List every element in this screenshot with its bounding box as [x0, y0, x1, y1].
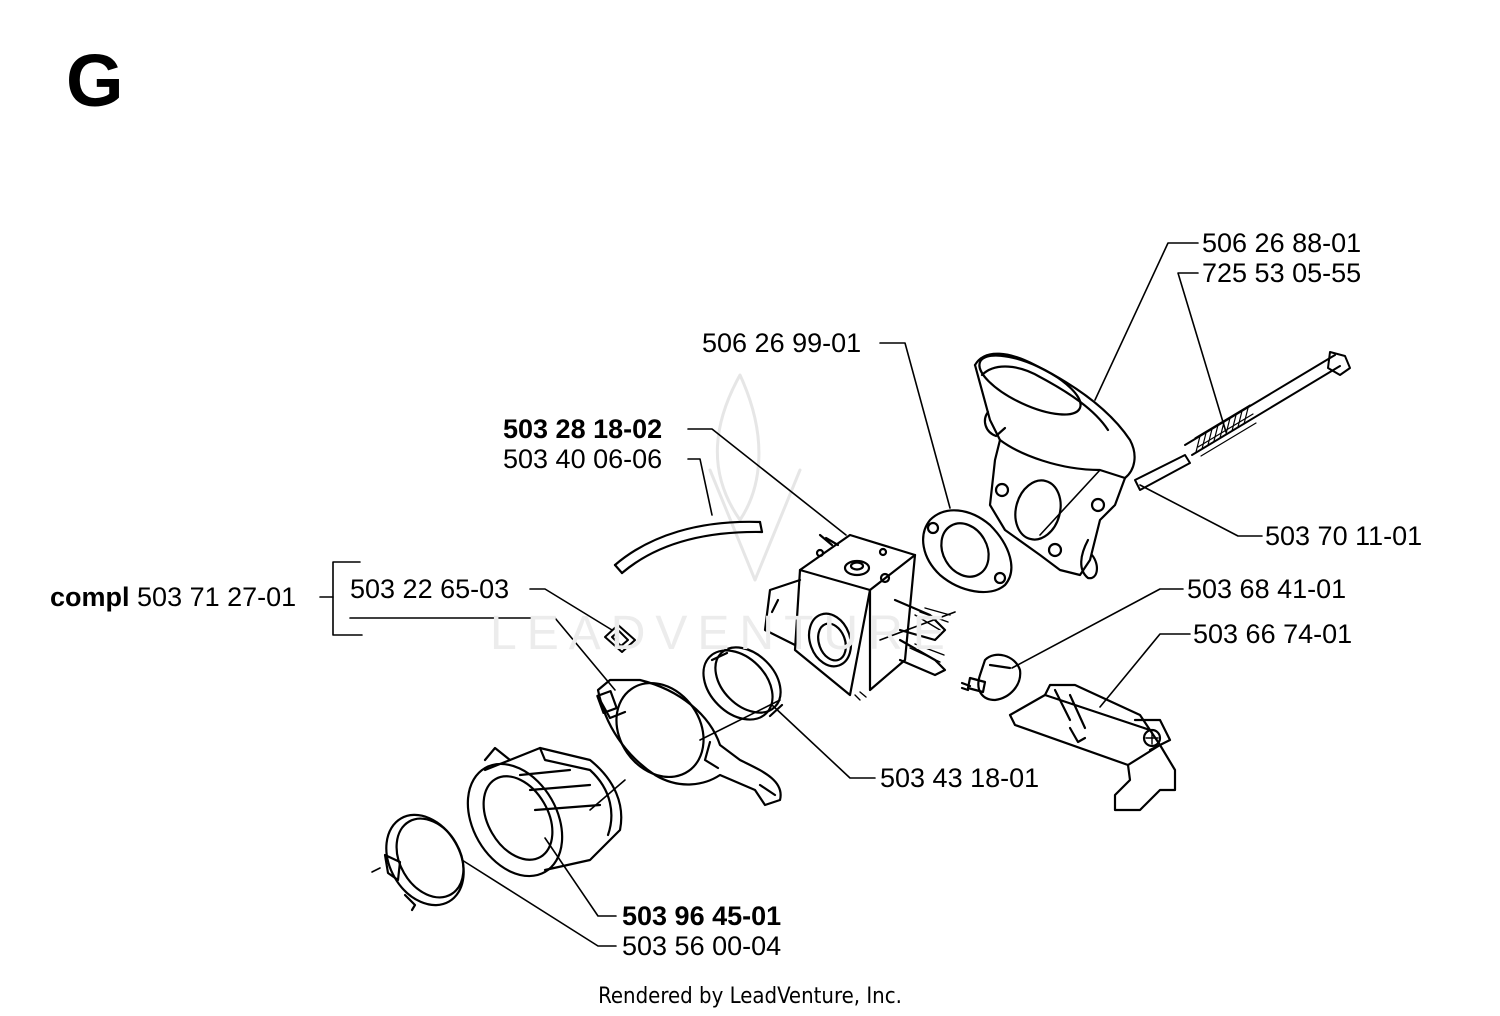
part-label-506269901[interactable]: 506 26 99-01 — [702, 328, 862, 358]
small-seal — [604, 624, 636, 653]
part-label-503400606[interactable]: 503 40 06-06 — [503, 444, 663, 474]
compl-label[interactable]: compl 503 71 27-01 — [50, 584, 296, 611]
fuel-hose — [613, 520, 764, 575]
compl-word: compl — [50, 582, 130, 612]
part-label-503964501[interactable]: 503 96 45-01 — [622, 901, 782, 931]
part-label-725530555[interactable]: 725 53 05-55 — [1202, 258, 1362, 288]
bolt — [1184, 351, 1351, 457]
intake-elbow — [973, 352, 1136, 580]
part-label-503684101[interactable]: 503 68 41-01 — [1187, 574, 1347, 604]
part-label-503667401[interactable]: 503 66 74-01 — [1193, 619, 1353, 649]
rubber-ring — [702, 646, 784, 721]
watermark-text: LEADVENTURE — [490, 607, 955, 660]
leader-lines — [319, 242, 1263, 947]
clamp-bracket — [596, 678, 782, 807]
section-letter: G — [66, 39, 124, 122]
watermark-logo — [708, 373, 802, 582]
part-label-506268801[interactable]: 506 26 88-01 — [1202, 228, 1362, 258]
plug — [960, 653, 1022, 702]
slider-part — [1008, 683, 1177, 812]
pin — [1134, 454, 1191, 491]
carburetor — [763, 533, 951, 701]
footer-credit: Rendered by LeadVenture, Inc. — [598, 984, 902, 1009]
part-label-503701101[interactable]: 503 70 11-01 — [1265, 521, 1423, 551]
part-label-503226503[interactable]: 503 22 65-03 — [350, 574, 510, 604]
hose-clamp — [383, 813, 465, 912]
part-label-503281802[interactable]: 503 28 18-02 — [503, 414, 663, 444]
part-label-503560004[interactable]: 503 56 00-04 — [622, 931, 782, 961]
part-label-503431801[interactable]: 503 43 18-01 — [880, 763, 1040, 793]
intake-manifold — [466, 746, 623, 878]
part-label-503712701: 503 71 27-01 — [137, 582, 297, 612]
gasket — [922, 509, 1013, 594]
